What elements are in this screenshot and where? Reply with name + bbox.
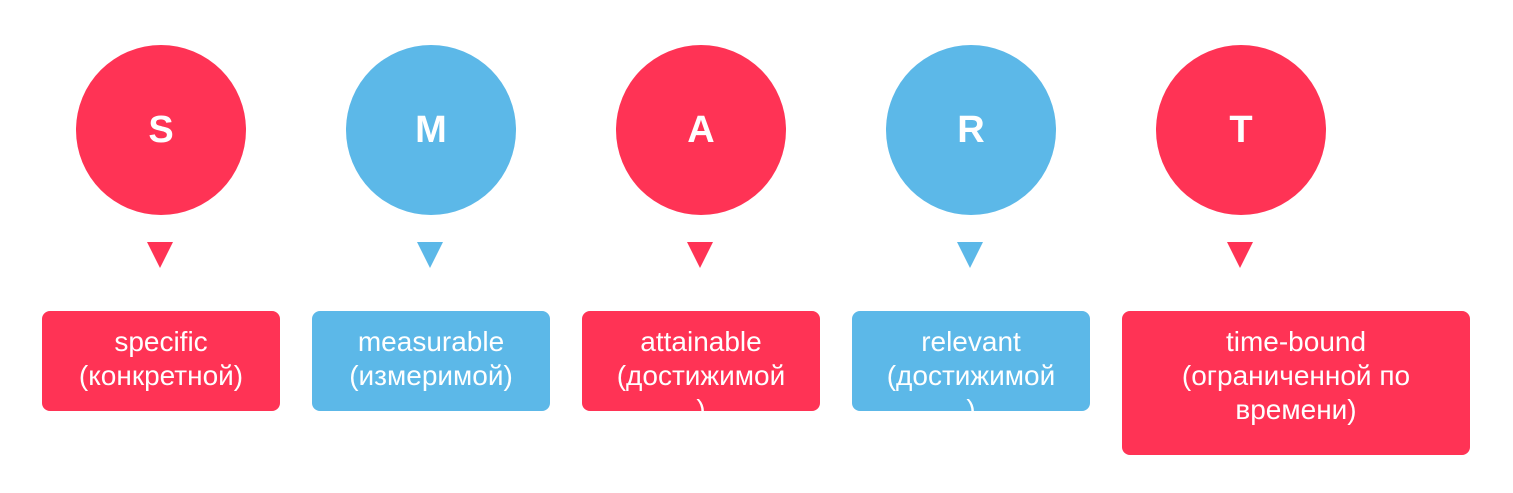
box-translation-cont: ) xyxy=(696,394,706,411)
box-translation-cont: ) xyxy=(966,394,976,411)
smart-circle-t: T xyxy=(1156,45,1326,215)
box-title: measurable xyxy=(357,326,505,357)
arrow-down-icon xyxy=(687,242,713,268)
letter-s: S xyxy=(148,109,174,151)
letter-r: R xyxy=(957,109,985,151)
box-translation: (достижимой xyxy=(616,360,786,391)
box-translation: (ограниченной по xyxy=(1181,360,1411,391)
box-translation: (конкретной) xyxy=(78,360,244,391)
arrow-down-icon xyxy=(417,242,443,268)
smart-box-specific: specific (конкретной) xyxy=(42,311,280,411)
smart-circle-m: M xyxy=(346,45,516,215)
box-translation-cont: времени) xyxy=(1235,394,1357,425)
arrow-down-icon xyxy=(957,242,983,268)
smart-circle-r: R xyxy=(886,45,1056,215)
letter-a: A xyxy=(687,109,715,151)
smart-circle-s: S xyxy=(76,45,246,215)
smart-box-measurable: measurable (измеримой) xyxy=(312,311,550,411)
box-title: attainable xyxy=(640,326,762,357)
box-title: relevant xyxy=(921,326,1021,357)
arrow-down-icon xyxy=(1227,242,1253,268)
smart-box-time-bound: time-bound (ограниченной по времени) xyxy=(1122,311,1470,455)
letter-m: M xyxy=(415,109,447,151)
smart-box-attainable: attainable (достижимой ) xyxy=(582,311,820,411)
box-translation: (достижимой xyxy=(886,360,1056,391)
box-title: specific xyxy=(114,326,208,357)
smart-circle-a: A xyxy=(616,45,786,215)
letter-t: T xyxy=(1229,109,1253,151)
box-title: time-bound xyxy=(1225,326,1367,357)
arrow-down-icon xyxy=(147,242,173,268)
box-translation: (измеримой) xyxy=(349,360,513,391)
smart-box-relevant: relevant (достижимой ) xyxy=(852,311,1090,411)
